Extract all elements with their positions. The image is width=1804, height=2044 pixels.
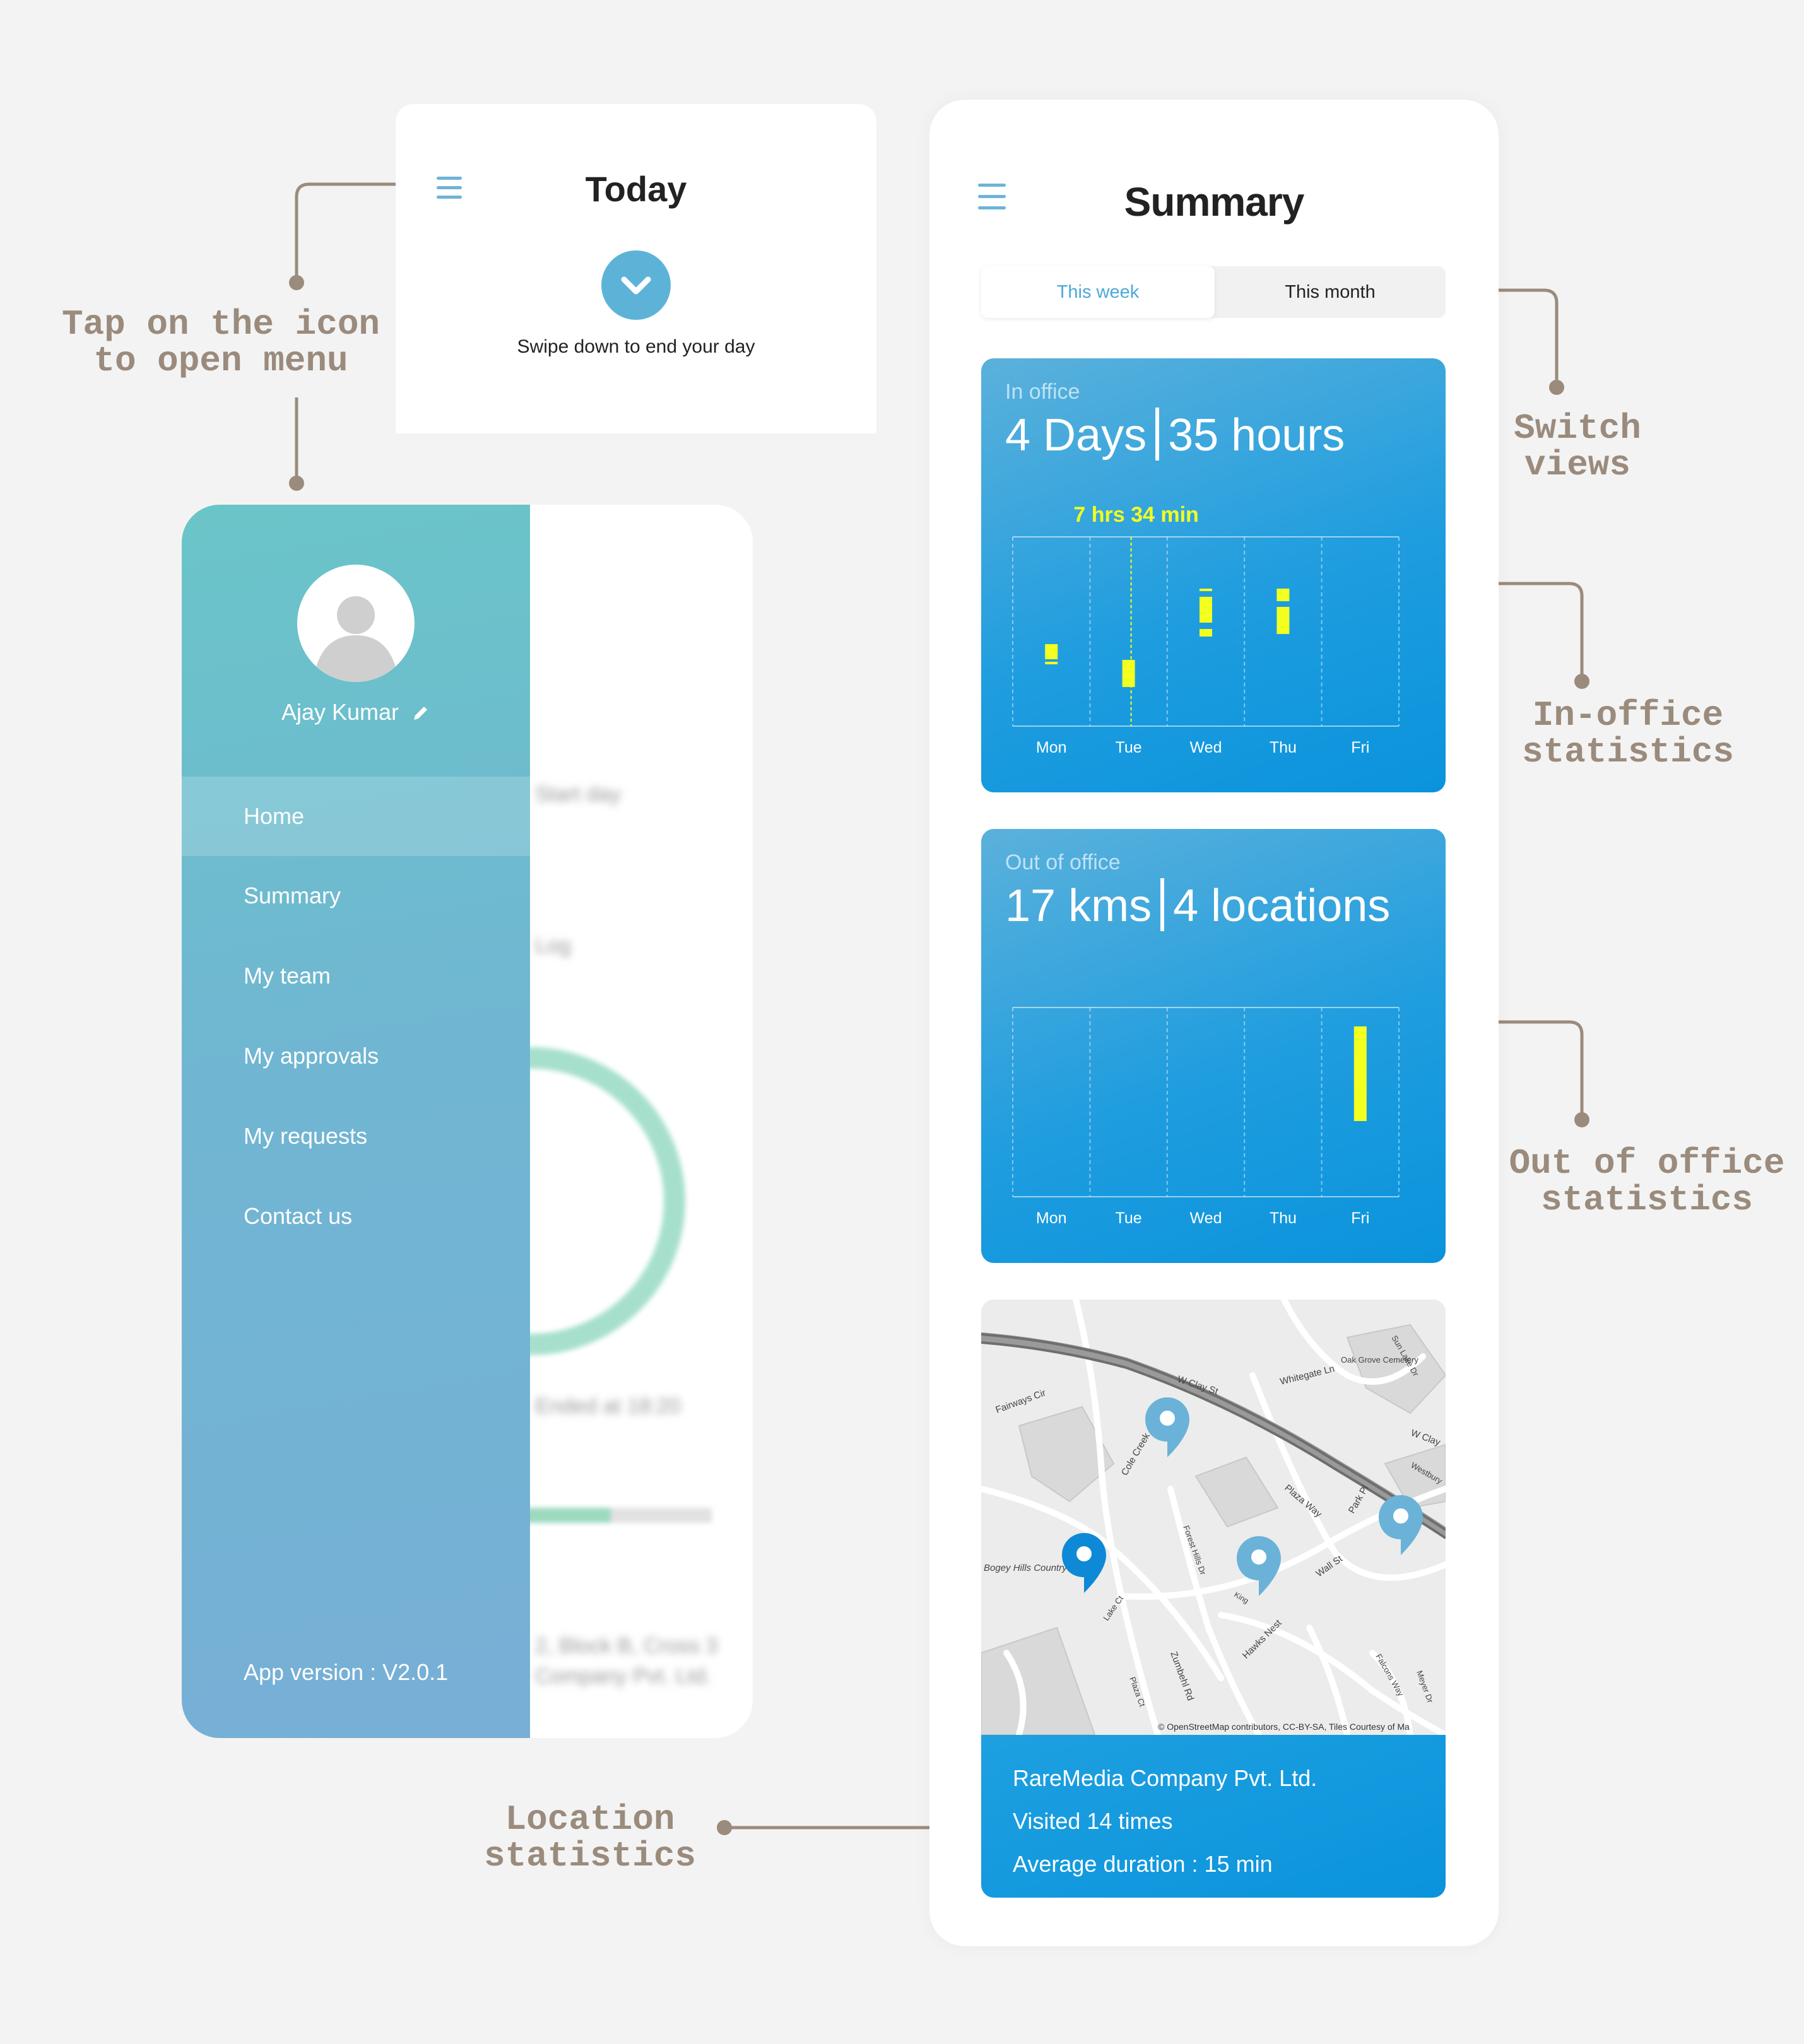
in-office-days: 4 Days	[1005, 410, 1147, 461]
location-avg-duration: Average duration : 15 min	[1013, 1851, 1273, 1877]
summary-screen: Summary This week This month In office 4…	[929, 100, 1499, 1946]
bar-thu	[1276, 589, 1290, 601]
today-title: Today	[585, 169, 687, 209]
menu-item-summary[interactable]: Summary	[244, 883, 341, 908]
location-info[interactable]: RareMedia Company Pvt. Ltd. Visited 14 t…	[981, 1735, 1446, 1898]
out-office-distance: 17 kms	[1005, 881, 1152, 931]
side-menu: Ajay Kumar Home Summary My team My appro…	[182, 505, 530, 1738]
tab-this-week[interactable]: This week	[981, 266, 1215, 318]
x-tick-tue: Tue	[1116, 739, 1142, 756]
bar-wed	[1200, 589, 1212, 591]
switch-views-line2: views	[1524, 445, 1631, 485]
pencil-icon[interactable]	[411, 703, 430, 722]
bar-tue	[1122, 671, 1135, 687]
menu-annotation-line1: Tap on the icon	[61, 304, 380, 344]
map-label-bogey-hills: Bogey Hills Country Club	[984, 1563, 1089, 1573]
out-office-locations: 4 locations	[1173, 881, 1391, 931]
out-office-value: 17 kms 4 locations	[1005, 878, 1390, 932]
location-name: RareMedia Company Pvt. Ltd.	[1013, 1765, 1318, 1791]
location-annotation-line1: Location	[505, 1799, 675, 1840]
annotation-label: 7 hrs 34 min	[1073, 503, 1198, 527]
in-office-annotation-line2: statistics	[1521, 732, 1735, 772]
x-tick-fri: Fri	[1351, 1209, 1369, 1227]
menu-item-my-team[interactable]: My team	[244, 963, 331, 989]
x-tick-thu: Thu	[1270, 739, 1297, 756]
bar-mon	[1045, 644, 1058, 659]
swipe-down-label: Swipe down to end your day	[517, 336, 755, 357]
bar-wed	[1200, 629, 1212, 637]
chevron-down-icon	[621, 276, 651, 295]
x-tick-wed: Wed	[1190, 739, 1222, 756]
out-office-label: Out of office	[1005, 850, 1121, 874]
location-map[interactable]: W Clay St Whitegate Ln Oak Grove Cemeter…	[981, 1300, 1446, 1735]
user-name: Ajay Kumar	[182, 699, 530, 725]
in-office-card[interactable]: In office 4 Days 35 hours Mon Tue Wed Thu Fri…	[981, 358, 1446, 792]
out-office-annotation: Out of office statistics	[1502, 1145, 1792, 1218]
out-office-annotation-line2: statistics	[1540, 1180, 1754, 1220]
menu-annotation-line2: to open menu	[93, 341, 348, 381]
bar-mon	[1045, 662, 1058, 664]
tab-this-month[interactable]: This month	[1285, 282, 1376, 302]
avatar-silhouette	[313, 596, 399, 682]
map-pin-icon[interactable]	[1145, 1397, 1189, 1457]
x-tick-mon: Mon	[1036, 1209, 1067, 1227]
in-office-chart: Mon Tue Wed Thu Fri 7 hrs 34 min	[1012, 503, 1400, 756]
chart-grid	[1012, 536, 1400, 727]
x-tick-thu: Thu	[1270, 1209, 1297, 1227]
swipe-down-button[interactable]	[601, 250, 671, 320]
view-switcher: This week This month	[981, 266, 1446, 318]
in-office-value: 4 Days 35 hours	[1005, 408, 1345, 461]
x-tick-wed: Wed	[1190, 1209, 1222, 1227]
in-office-annotation-line1: In-office	[1532, 695, 1724, 736]
map-pin-icon[interactable]	[1237, 1536, 1281, 1596]
navigation-drawer-screen: Start day Log Ended at 18:20 2, Block B,…	[182, 505, 753, 1738]
bar-wed	[1200, 597, 1212, 623]
blurred-text-4: 2, Block B, Cross 3	[535, 1634, 718, 1658]
menu-item-my-approvals[interactable]: My approvals	[244, 1043, 379, 1069]
in-office-hours: 35 hours	[1168, 410, 1345, 461]
map-pin-selected-icon[interactable]	[1062, 1533, 1106, 1593]
in-office-annotation: In-office statistics	[1514, 697, 1742, 770]
menu-item-my-requests[interactable]: My requests	[244, 1123, 368, 1149]
bar-thu	[1276, 607, 1290, 634]
hamburger-icon[interactable]	[978, 184, 1006, 210]
blurred-text-2: Log	[535, 934, 571, 958]
map-pin-icon[interactable]	[1379, 1495, 1423, 1555]
x-tick-fri: Fri	[1351, 739, 1369, 756]
value-separator	[1160, 878, 1165, 931]
map-canvas: W Clay St Whitegate Ln Oak Grove Cemeter…	[981, 1300, 1446, 1735]
today-screen: Today Swipe down to end your day	[396, 104, 876, 433]
location-annotation: Location statistics	[480, 1801, 700, 1874]
in-office-label: In office	[1005, 380, 1080, 404]
value-separator	[1155, 408, 1160, 461]
summary-title: Summary	[1124, 179, 1305, 225]
bar-tue	[1122, 660, 1135, 673]
user-avatar-icon[interactable]	[297, 565, 415, 682]
hamburger-icon[interactable]	[437, 177, 462, 199]
menu-item-contact-us[interactable]: Contact us	[244, 1203, 353, 1229]
out-office-chart: Mon Tue Wed Thu Fri	[1012, 1007, 1400, 1227]
bar-fri	[1353, 1026, 1367, 1121]
user-name-text: Ajay Kumar	[281, 699, 399, 725]
switch-views-line1: Switch	[1514, 408, 1641, 449]
chart-grid	[1012, 1007, 1400, 1197]
blurred-text-5: Company Pvt. Ltd.	[535, 1664, 712, 1688]
map-label-oak-grove-cemetery: Oak Grove Cemetery	[1341, 1355, 1418, 1365]
blurred-text-1: Start day	[535, 782, 622, 806]
location-annotation-line2: statistics	[483, 1836, 697, 1876]
menu-item-home[interactable]: Home	[182, 777, 530, 856]
x-tick-tue: Tue	[1116, 1209, 1142, 1227]
out-office-card[interactable]: Out of office 17 kms 4 locations Mon Tue We…	[981, 829, 1446, 1263]
blurred-text-3: Ended at 18:20	[535, 1394, 681, 1418]
switch-views-annotation: Switch views	[1489, 410, 1666, 483]
location-visits: Visited 14 times	[1013, 1808, 1173, 1834]
x-tick-mon: Mon	[1036, 739, 1067, 756]
map-attribution: © OpenStreetMap contributors, CC-BY-SA, …	[1158, 1722, 1410, 1732]
menu-annotation: Tap on the icon to open menu	[57, 306, 385, 379]
app-version: App version : V2.0.1	[244, 1659, 449, 1685]
blurred-bar	[522, 1508, 712, 1523]
out-office-annotation-line1: Out of office	[1509, 1143, 1785, 1184]
